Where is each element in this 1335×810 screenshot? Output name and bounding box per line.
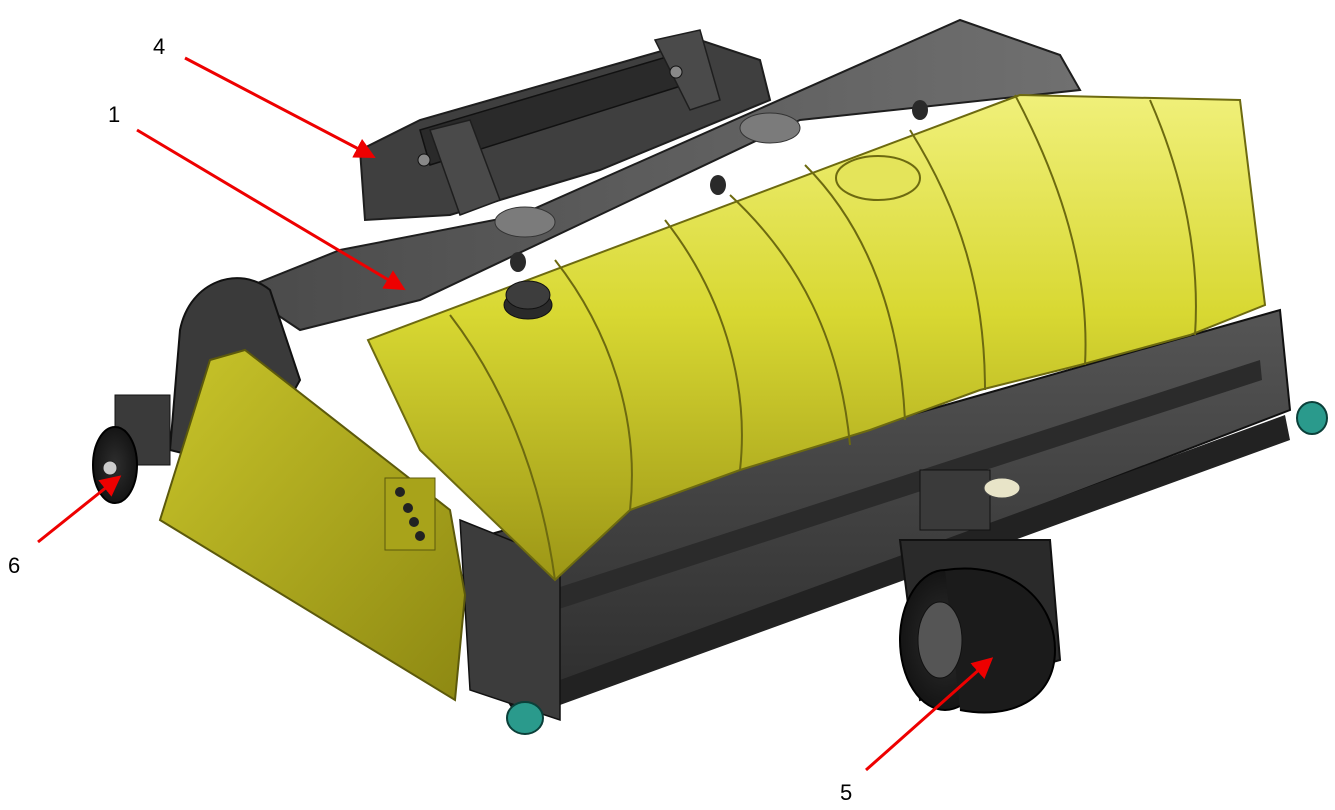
callout-1-arrow bbox=[136, 128, 406, 291]
callout-5: 5 bbox=[840, 657, 994, 805]
callout-6: 6 bbox=[8, 475, 122, 578]
water-tank bbox=[366, 93, 1267, 582]
top-cover bbox=[237, 18, 1082, 332]
callout-1: 1 bbox=[108, 102, 406, 291]
callout-4-label: 4 bbox=[153, 34, 165, 59]
side-guard bbox=[158, 348, 467, 702]
callout-1-label: 1 bbox=[108, 102, 120, 127]
callout-6-label: 6 bbox=[8, 553, 20, 578]
callout-4: 4 bbox=[153, 34, 376, 158]
callout-5-label: 5 bbox=[840, 780, 852, 805]
callout-5-arrow bbox=[865, 657, 994, 772]
callout-6-arrow bbox=[37, 475, 122, 544]
caster-pads bbox=[506, 401, 1328, 735]
mounting-frame bbox=[358, 29, 772, 222]
callout-4-arrow bbox=[184, 56, 376, 158]
rear-wheel bbox=[92, 394, 171, 504]
